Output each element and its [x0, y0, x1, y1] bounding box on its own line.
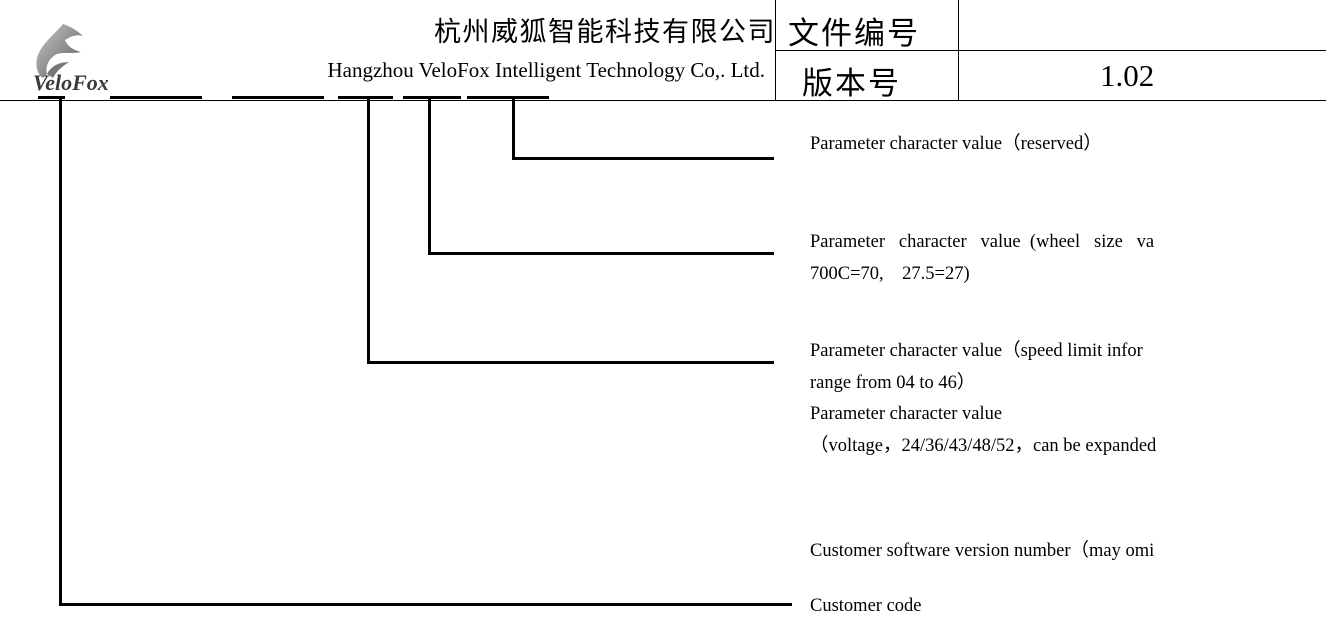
segment-bar-wheel-size — [403, 96, 461, 99]
velofox-logo: VeloFox — [33, 22, 163, 100]
desc-reserved-line1: Parameter character value（reserved） — [810, 134, 1102, 154]
logo-text: VeloFox — [33, 70, 109, 95]
segment-bar-voltage — [232, 96, 324, 99]
desc-speed-limit-line2: range from 04 to 46） — [810, 373, 976, 393]
segment-bar-reserved — [467, 96, 549, 99]
connector-reserved-vertical — [512, 98, 515, 160]
desc-wheel-size: Parameter character value (wheel size va… — [810, 226, 1154, 290]
header-bottom-rule — [0, 100, 1326, 101]
desc-speed-limit-line1: Parameter character value（speed limit in… — [810, 341, 1143, 361]
header-row-divider — [775, 50, 1326, 51]
segment-bar-speed-limit — [338, 96, 393, 99]
desc-voltage: Parameter character value （voltage，24/36… — [810, 398, 1156, 462]
desc-software-version: Customer software version number（may omi — [810, 535, 1154, 567]
desc-voltage-line1: Parameter character value — [810, 404, 1003, 424]
desc-voltage-line2: （voltage，24/36/43/48/52，can be expanded — [810, 436, 1157, 456]
connector-customer-horizontal — [59, 603, 792, 606]
connector-speed-horizontal — [367, 361, 774, 364]
desc-speed-limit: Parameter character value（speed limit in… — [810, 335, 1143, 399]
desc-customer-code: Customer code — [810, 590, 922, 622]
fox-head-icon — [36, 24, 83, 78]
segment-bar-software-version — [110, 96, 202, 99]
desc-customer-code-line1: Customer code — [810, 596, 922, 616]
version-value: 1.02 — [1100, 58, 1155, 93]
version-label: 版本号 — [802, 66, 901, 101]
company-name-cn: 杭州威狐智能科技有限公司 — [434, 17, 776, 47]
segment-bar-customer-code — [38, 96, 65, 99]
doc-number-label: 文件编号 — [788, 16, 920, 51]
desc-software-version-line1: Customer software version number（may omi — [810, 541, 1155, 561]
connector-reserved-horizontal — [512, 157, 774, 160]
connector-speed-vertical — [367, 98, 370, 364]
desc-wheel-size-line2: 700C=70, 27.5=27) — [810, 264, 970, 284]
desc-reserved: Parameter character value（reserved） — [810, 128, 1102, 160]
desc-wheel-size-line1: Parameter character value (wheel size va — [810, 232, 1155, 252]
connector-customer-vertical — [59, 98, 62, 606]
company-name-en: Hangzhou VeloFox Intelligent Technology … — [327, 58, 765, 82]
connector-wheel-vertical — [428, 98, 431, 255]
connector-wheel-horizontal — [428, 252, 774, 255]
